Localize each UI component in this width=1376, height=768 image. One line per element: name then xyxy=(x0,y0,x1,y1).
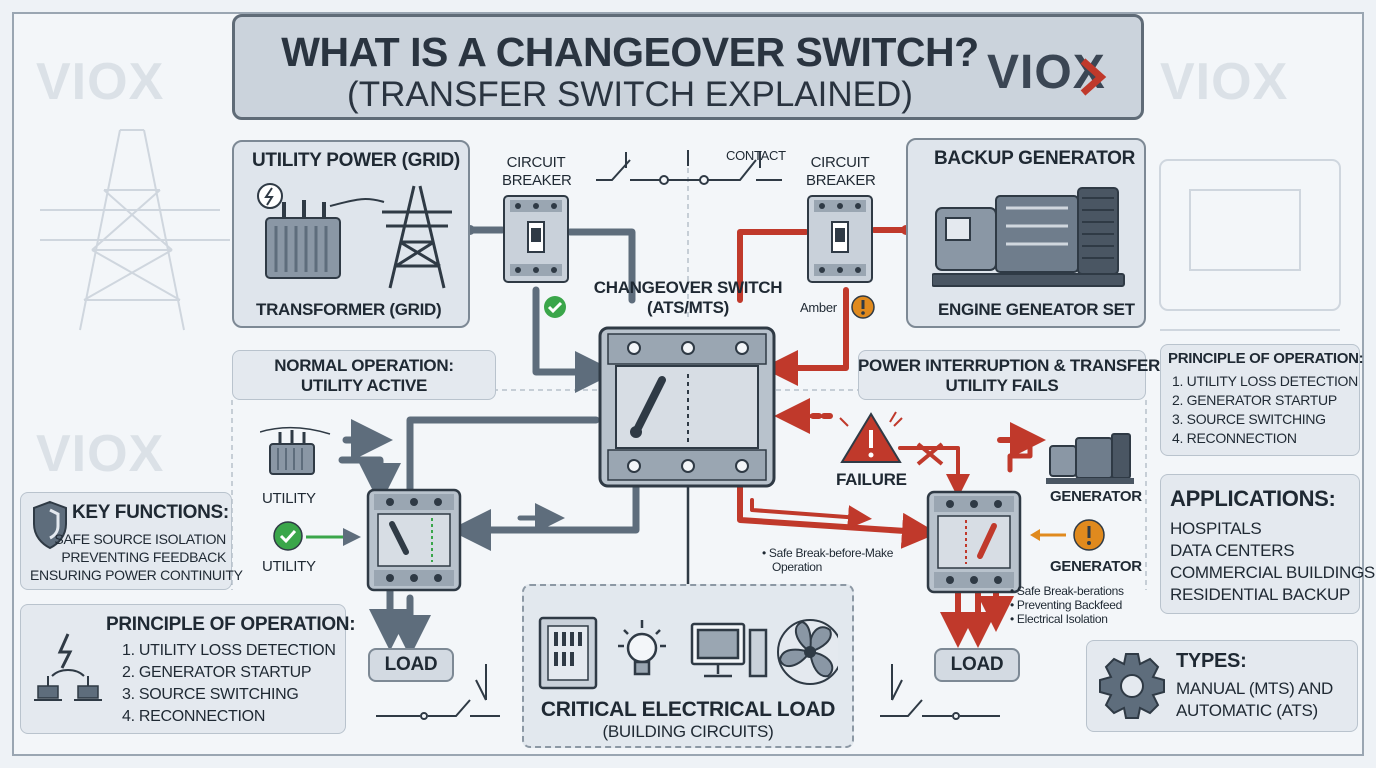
utility-transformer-icon xyxy=(260,426,331,475)
principle-right-list: 1. UTILITY LOSS DETECTION 2. GENERATOR S… xyxy=(1172,373,1358,446)
transfer-ats-switch-icon xyxy=(926,490,1022,594)
watermark-tower-icon xyxy=(40,129,230,331)
page-title: WHAT IS A CHANGEOVER SWITCH? xyxy=(281,29,979,75)
generator-warning-icon xyxy=(1073,519,1105,551)
generator-small-icon xyxy=(1046,433,1134,484)
utility-label-lower: UTILITY xyxy=(262,558,316,575)
utility-power-panel: UTILITY POWER (GRID) TRANSFORMER (GRID) xyxy=(232,140,470,328)
transfer-bullets: • Safe Break-berations • Preventing Back… xyxy=(1010,584,1124,626)
check-circle-icon xyxy=(544,296,566,318)
transfer-load-label: LOAD xyxy=(950,654,1004,675)
transfer-operation-header xyxy=(858,350,1146,400)
computer-icon xyxy=(690,622,768,678)
utility-panel-caption: TRANSFORMER (GRID) xyxy=(256,300,442,319)
generator-label-lower: GENERATOR xyxy=(1050,558,1142,575)
principle-left-panel xyxy=(20,604,346,734)
critical-load-icons xyxy=(538,616,838,690)
right-circuit-breaker xyxy=(807,195,873,283)
key-functions-list: SAFE SOURCE ISOLATION PREVENTING FEEDBAC… xyxy=(30,531,243,583)
left-circuit-breaker xyxy=(503,195,569,283)
utility-ok-check-icon xyxy=(273,521,303,551)
normal-operation-header xyxy=(232,350,496,400)
changeover-switch-icon xyxy=(598,326,776,488)
normal-load-label: LOAD xyxy=(384,654,438,675)
normal-operation-heading: NORMAL OPERATION: UTILITY ACTIVE xyxy=(274,356,454,395)
generator-label: GENERATOR xyxy=(1050,488,1142,505)
title-banner: WHAT IS A CHANGEOVER SWITCH? (TRANSFER S… xyxy=(232,14,1144,120)
watermark-logo-right: VIOX xyxy=(1160,53,1289,111)
warning-triangle-icon xyxy=(839,411,903,463)
principle-right-heading: PRINCIPLE OF OPERATION: xyxy=(1168,350,1364,367)
key-functions-heading: KEY FUNCTIONS: xyxy=(72,502,229,523)
source-switching-icon xyxy=(34,633,102,701)
critical-load-subheading: (BUILDING CIRCUITS) xyxy=(602,722,774,741)
amber-label: Amber xyxy=(800,300,837,315)
break-before-make-note: • Safe Break-before-Make Operation xyxy=(762,546,894,574)
critical-load-heading: CRITICAL ELECTRICAL LOAD xyxy=(540,698,836,721)
light-bulb-icon xyxy=(618,620,666,676)
transformer-icon xyxy=(257,183,452,289)
transfer-operation-heading: POWER INTERRUPTION & TRANSFER: UTILITY F… xyxy=(858,356,1166,395)
power-tower-icon xyxy=(382,185,452,289)
fan-icon xyxy=(777,619,838,685)
exclamation-circle-icon xyxy=(851,295,875,319)
types-heading: TYPES: xyxy=(1176,650,1247,672)
utility-label: UTILITY xyxy=(262,490,316,507)
contact-symbol xyxy=(596,150,782,185)
applications-list: HOSPITALS DATA CENTERS COMMERCIAL BUILDI… xyxy=(1170,519,1375,604)
applications-heading: APPLICATIONS: xyxy=(1170,486,1336,511)
changeover-switch-label: CHANGEOVER SWITCH (ATS/MTS) xyxy=(593,278,783,317)
failure-label: FAILURE xyxy=(836,470,907,489)
applications-panel xyxy=(1160,474,1360,614)
utility-panel-heading: UTILITY POWER (GRID) xyxy=(252,150,460,171)
transfer-load-box[interactable] xyxy=(934,648,1020,682)
principle-right-panel xyxy=(1160,344,1360,456)
watermark-generator-icon xyxy=(1159,159,1341,331)
principle-left-list: 1. UTILITY LOSS DETECTION 2. GENERATOR S… xyxy=(122,642,336,725)
watermark-logo-mid: VIOX xyxy=(36,425,165,483)
backup-generator-panel: BACKUP GENERATOR ENGINE GENEATOR SET xyxy=(906,138,1146,328)
logo-x-accent-icon xyxy=(1080,58,1107,96)
electrical-panel-icon xyxy=(538,616,598,690)
normal-ats-switch-icon xyxy=(366,488,462,592)
types-text: MANUAL (MTS) AND AUTOMATIC (ATS) xyxy=(1176,679,1334,720)
right-breaker-label: CIRCUIT BREAKER xyxy=(806,154,876,189)
shield-icon xyxy=(33,500,67,550)
principle-left-heading: PRINCIPLE OF OPERATION: xyxy=(106,614,356,635)
generator-panel-heading: BACKUP GENERATOR xyxy=(934,148,1136,169)
generator-icon xyxy=(932,187,1125,287)
normal-load-box[interactable] xyxy=(368,648,454,682)
left-breaker-label: CIRCUIT BREAKER xyxy=(502,154,572,189)
gear-icon xyxy=(1099,653,1165,719)
generator-panel-caption: ENGINE GENEATOR SET xyxy=(938,300,1135,319)
contact-label: CONTACT xyxy=(726,148,786,163)
page-subtitle: (TRANSFER SWITCH EXPLAINED) xyxy=(347,75,913,114)
watermark-logo-left: VIOX xyxy=(36,53,165,111)
